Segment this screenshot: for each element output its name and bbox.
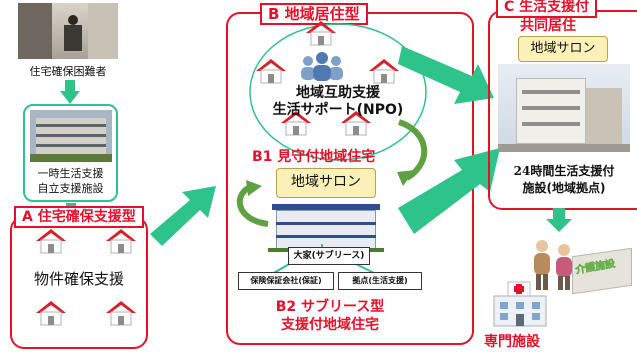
b2-label-1: B2 サブリース型: [275, 299, 385, 315]
arrow-down-1: [60, 80, 80, 104]
person-caption: 住宅確保困難者: [29, 65, 107, 78]
panel-c-title-1: C 生活支援付: [496, 0, 598, 18]
house-icon: [281, 111, 311, 136]
panel-c-facility-2: 施設(地域拠点): [522, 181, 606, 195]
facility-caption-1: 一時生活支援: [37, 167, 104, 180]
owner-box: 大家(サブリース): [288, 247, 370, 265]
b1-label: B1 見守付地域住宅: [252, 149, 376, 165]
house-icon: [36, 301, 66, 326]
elderly-people-icon: [534, 240, 572, 290]
panel-c-salon: 地域サロン: [518, 36, 608, 62]
center-label-2: 生活サポート(NPO): [272, 102, 404, 118]
hospital-label: 専門施設: [484, 334, 540, 350]
house-icon: [36, 229, 66, 254]
backup-box: 拠点(生活支援): [338, 272, 422, 290]
panel-b-salon: 地域サロン: [276, 168, 376, 198]
arrow-a-to-b: [150, 186, 216, 246]
arrow-b-to-c-lower: [398, 148, 500, 234]
house-icon: [106, 229, 136, 254]
hospital-icon: [493, 281, 547, 327]
house-icon: [369, 59, 399, 84]
panel-b-title: B 地域居住型: [260, 3, 368, 25]
care-facility-photo: [498, 64, 630, 152]
support-circle: [249, 23, 427, 161]
center-label-1: 地域互助支援: [296, 85, 380, 101]
arrow-down-c: [546, 208, 572, 232]
curved-arrow-right: [397, 119, 428, 186]
house-icon: [106, 301, 136, 326]
arrow-b-to-c-upper: [398, 46, 494, 104]
facility-frame: [23, 104, 118, 202]
house-icon: [256, 59, 286, 84]
panel-c-title-2: 共同居住: [520, 18, 576, 34]
house-icon: [341, 111, 371, 136]
b2-label-2: 支援付地域住宅: [281, 317, 379, 333]
people-group-icon: [301, 52, 343, 81]
panel-c-facility-1: 24時間生活支援付: [513, 164, 615, 178]
person-photo: [18, 3, 118, 59]
panel-a-label: 物件確保支援: [33, 270, 124, 288]
panel-a-title: A 住宅確保支援型: [14, 206, 144, 228]
facility-photo: [30, 110, 112, 162]
house-icon: [306, 21, 336, 46]
curved-arrow-left: [236, 180, 269, 227]
guarantee-box: 保険保証会社(保証): [238, 272, 334, 290]
facility-caption-2: 自立支援施設: [37, 182, 104, 195]
